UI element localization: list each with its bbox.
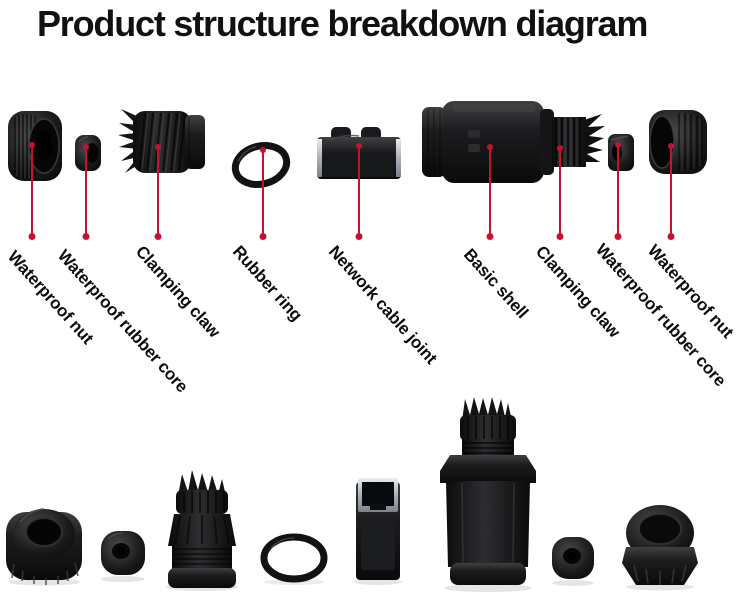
leader-line	[261, 150, 264, 236]
waterproof-rubber-core-left-graphic	[74, 133, 102, 173]
page-title: Product structure breakdown diagram	[37, 3, 648, 44]
rubber-ring-graphic	[230, 140, 292, 190]
clamping-claw-left-graphic	[115, 105, 207, 180]
basic-shell-graphic	[422, 100, 606, 184]
photo-waterproof-rubber-core-right	[550, 533, 596, 587]
leader-line	[85, 147, 87, 236]
photo-assembled-connector	[432, 397, 544, 593]
leader-line	[30, 145, 33, 236]
photo-waterproof-nut-right	[620, 501, 700, 591]
leader-line	[488, 147, 491, 236]
waterproof-rubber-core-right-graphic	[606, 131, 636, 173]
waterproof-nut-left-graphic	[7, 108, 63, 184]
leader-line	[669, 146, 672, 236]
part-label-rubber-ring: Rubber ring	[228, 242, 306, 325]
leader-line	[617, 145, 619, 236]
photo-rubber-ring	[258, 532, 330, 586]
part-label-basic-shell: Basic shell	[459, 245, 532, 323]
leader-line	[357, 146, 360, 236]
photo-clamping-claw	[162, 470, 242, 592]
part-label-clamping-claw-left: Clamping claw	[131, 242, 224, 342]
waterproof-nut-right-graphic	[645, 108, 709, 176]
photo-waterproof-nut	[4, 494, 84, 586]
photo-waterproof-rubber-core	[99, 527, 147, 583]
part-label-network-cable-joint: Network cable joint	[324, 242, 441, 368]
leader-line	[156, 147, 159, 236]
leader-line	[559, 148, 561, 236]
photo-network-cable-joint	[351, 476, 405, 586]
